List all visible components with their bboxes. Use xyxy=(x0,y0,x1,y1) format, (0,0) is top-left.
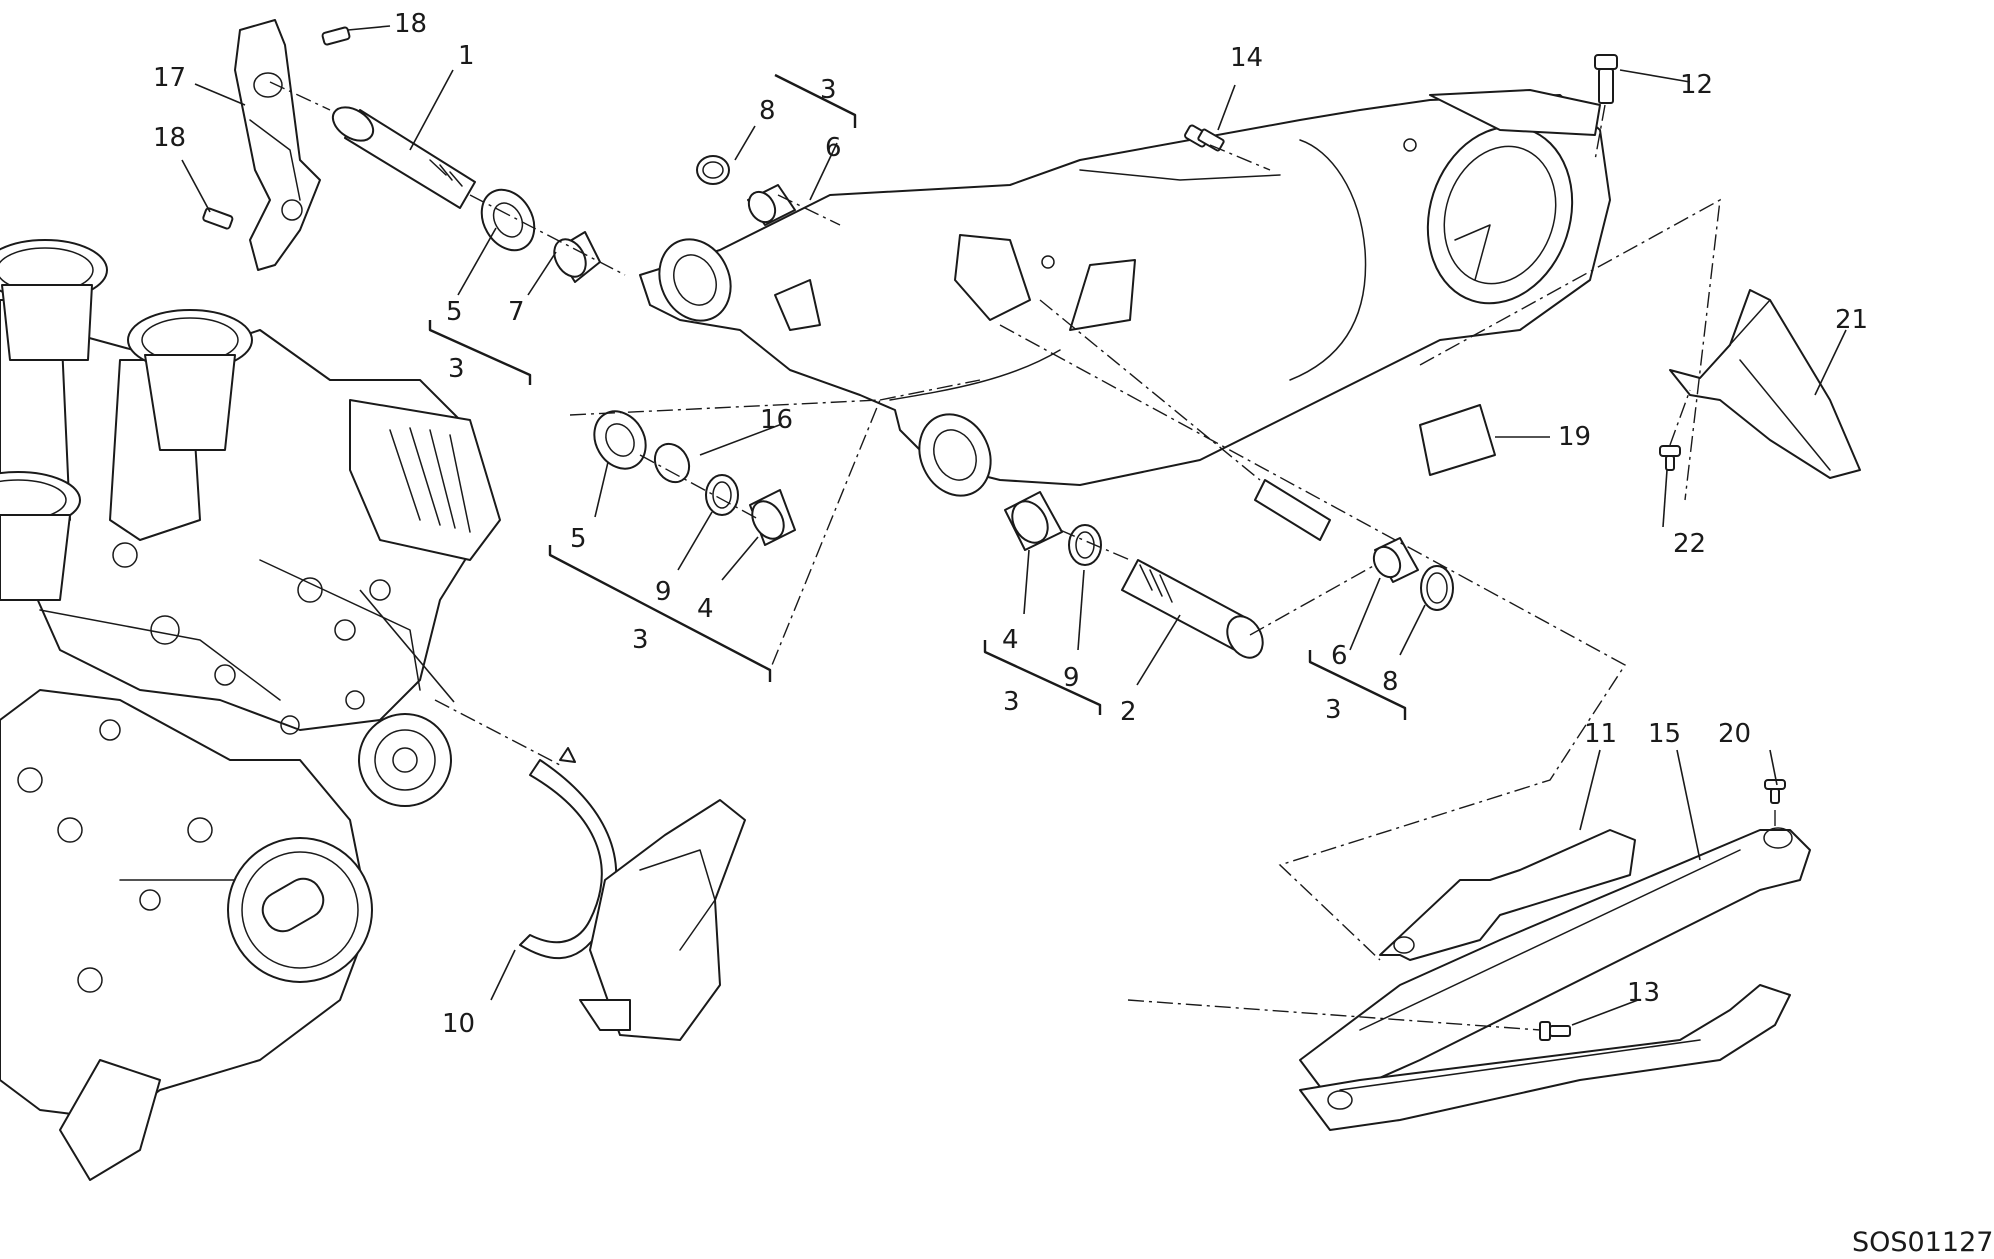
callout-12: 12 xyxy=(1680,70,1713,100)
callout-5-lower: 5 xyxy=(570,524,587,554)
callout-1: 1 xyxy=(458,41,475,71)
drawing-code: SOS01127 xyxy=(1852,1227,1993,1258)
callout-8-top: 8 xyxy=(759,96,776,126)
callout-16: 16 xyxy=(760,405,793,435)
callout-13: 13 xyxy=(1627,978,1660,1008)
callout-8-right: 8 xyxy=(1382,667,1399,697)
callout-3-right-center: 3 xyxy=(1003,687,1020,717)
callout-18-top: 18 xyxy=(394,9,427,39)
callout-19: 19 xyxy=(1558,422,1591,452)
pivot-stack-lower xyxy=(593,410,796,546)
pad-part-19 xyxy=(1419,404,1496,476)
assembly-axes xyxy=(269,81,1776,1031)
callout-2: 2 xyxy=(1120,697,1137,727)
engine-illustration xyxy=(0,239,501,1181)
callout-labels: 1 2 3 3 3 3 3 4 4 5 5 6 6 7 8 8 9 9 10 1… xyxy=(153,9,1993,1258)
callout-22: 22 xyxy=(1673,529,1706,559)
callout-11: 11 xyxy=(1584,719,1617,749)
callout-20: 20 xyxy=(1718,719,1751,749)
callout-9-right: 9 xyxy=(1063,663,1080,693)
callout-6-top: 6 xyxy=(825,133,842,163)
pivot-stack-right xyxy=(1004,479,1454,659)
callout-3-lower-left: 3 xyxy=(632,625,649,655)
callout-5-upper: 5 xyxy=(446,297,463,327)
pivot-stack-upper xyxy=(331,106,796,283)
chain-slider-assembly xyxy=(1299,779,1811,1131)
callout-18-left: 18 xyxy=(153,123,186,153)
callout-21: 21 xyxy=(1835,305,1868,335)
callout-14: 14 xyxy=(1230,43,1263,73)
callout-6-right: 6 xyxy=(1331,641,1348,671)
leader-lines xyxy=(181,25,1847,1026)
guard-part-21 xyxy=(1659,289,1861,479)
callout-4-right: 4 xyxy=(1002,625,1019,655)
callout-17: 17 xyxy=(153,63,186,93)
swingarm-illustration xyxy=(639,89,1611,497)
callout-4-left: 4 xyxy=(697,594,714,624)
linkage-bracket-assembly xyxy=(202,19,351,271)
callout-7: 7 xyxy=(508,297,525,327)
callout-15: 15 xyxy=(1648,719,1681,749)
part-3-braces xyxy=(428,73,1407,720)
chain-guard-assembly xyxy=(519,747,746,1041)
callout-9-left: 9 xyxy=(655,577,672,607)
callout-3-right: 3 xyxy=(1325,695,1342,725)
callout-3-upper-left: 3 xyxy=(448,354,465,384)
bolts-top xyxy=(1184,54,1618,152)
callout-10: 10 xyxy=(442,1009,475,1039)
callout-3-top: 3 xyxy=(820,75,837,105)
